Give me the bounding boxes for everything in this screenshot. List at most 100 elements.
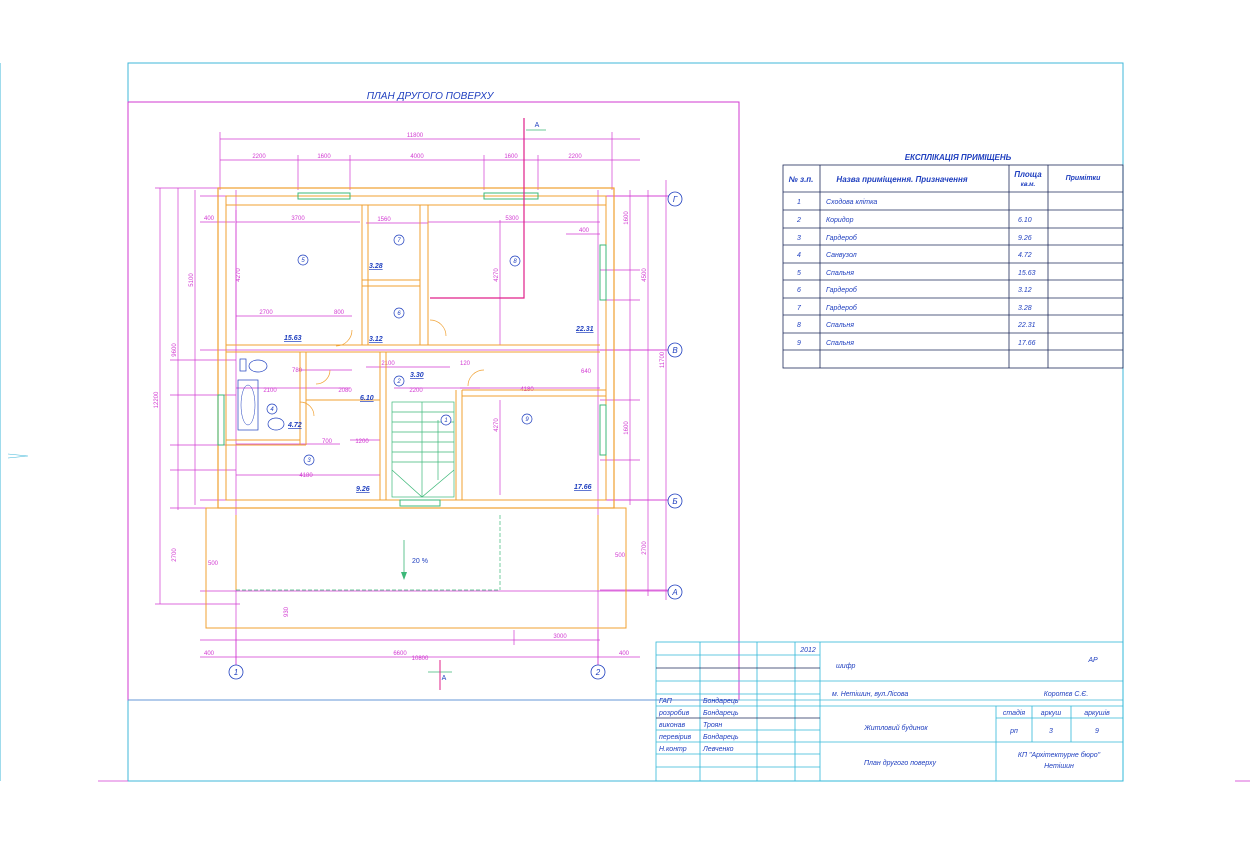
svg-text:6: 6 (397, 311, 401, 317)
dim-r9-height: 4270 (494, 418, 500, 432)
svg-text:3.28: 3.28 (1018, 305, 1032, 312)
dim-r8-height: 4270 (494, 268, 500, 282)
dim-left-5100: 5100 (189, 273, 195, 287)
svg-text:2: 2 (796, 217, 801, 224)
dim-top-total: 11800 (407, 133, 424, 139)
col-header-notes: Примітки (1066, 174, 1101, 182)
sink-icon (267, 417, 285, 431)
room-marker-3: 3 (303, 454, 315, 466)
table-row: 6 Гардероб 3.12 (797, 286, 1032, 294)
svg-text:15.63: 15.63 (1018, 270, 1036, 277)
plan-frame (127, 101, 740, 701)
svg-text:5: 5 (301, 258, 305, 264)
sheets-label: аркушів (1084, 709, 1110, 717)
stage-value: рп (1009, 728, 1018, 735)
dim-2700: 2700 (259, 310, 273, 316)
dim-1200: 1200 (355, 439, 369, 445)
axis-marker-g: Г (667, 191, 683, 207)
sheets-value: 9 (1095, 728, 1099, 735)
dim-500-left: 500 (208, 561, 219, 567)
dim-780: 780 (292, 368, 303, 374)
org-line-2: Нетішин (1044, 762, 1074, 770)
svg-text:6: 6 (797, 287, 801, 294)
area-room-4: 4.72 (287, 422, 302, 429)
svg-text:Спальня: Спальня (826, 322, 854, 329)
dim-left-total: 12200 (154, 391, 160, 408)
dim-left-9600: 9600 (172, 343, 178, 357)
bathroom-fixtures (237, 358, 285, 431)
col-header-no: № з.п. (789, 175, 814, 184)
dim-right-2700: 2700 (642, 541, 648, 555)
svg-text:2: 2 (595, 668, 601, 677)
area-room-9: 17.66 (574, 484, 592, 491)
explication-table: ЕКСПЛІКАЦІЯ ПРИМІЩЕНЬ № з.п. Назва примі… (782, 153, 1124, 369)
project-name: Житловий будинок (863, 724, 928, 732)
axis-marker-a: А (667, 584, 683, 600)
svg-text:виконав: виконав (659, 722, 685, 729)
axis-marker-b: Б (667, 493, 683, 509)
dim-r3-width: 4180 (299, 473, 313, 479)
signature-row: ГАП Бондарець (659, 697, 739, 705)
dim-right-1600b: 1600 (624, 421, 630, 435)
svg-text:Левченко: Левченко (702, 746, 734, 753)
signature-row: перевірив Бондарець (659, 733, 739, 741)
svg-text:Сходова клітка: Сходова клітка (826, 198, 877, 206)
slope-indicator: 20 % (401, 540, 428, 580)
dim-2200: 2200 (409, 388, 423, 394)
dim-640: 640 (581, 369, 592, 375)
doors (299, 319, 485, 417)
dim-1560: 1560 (377, 217, 391, 223)
address: м. Нетішин, вул.Лісова (832, 690, 908, 698)
room-marker-1: 1 (440, 414, 452, 426)
margin-arrow (7, 453, 29, 459)
dim-700: 700 (322, 439, 333, 445)
svg-text:8: 8 (513, 259, 517, 265)
staircase (391, 401, 455, 498)
svg-text:Санвузол: Санвузол (826, 252, 857, 259)
dim-bottom-total: 10800 (412, 656, 429, 662)
dim-2100-wc: 2100 (263, 388, 277, 394)
signature-row: виконав Троян (659, 722, 722, 729)
svg-text:Гардероб: Гардероб (826, 286, 858, 294)
slope-note: 20 % (412, 558, 428, 565)
col-header-name: Назва приміщення. Призначення (836, 175, 967, 184)
room-marker-4: 4 (266, 403, 278, 415)
dim-r8-width: 5300 (505, 216, 519, 222)
table-row: 7 Гардероб 3.28 (797, 304, 1032, 312)
dim-bottom-6600: 6600 (393, 651, 407, 657)
dim-left-2700: 2700 (172, 548, 178, 562)
svg-text:7: 7 (797, 305, 802, 312)
svg-text:9: 9 (525, 417, 529, 423)
dim-right-total: 11700 (660, 351, 666, 368)
svg-text:22.31: 22.31 (1017, 322, 1036, 329)
sheet-label: аркуш (1041, 710, 1062, 717)
dim-400-left: 400 (204, 216, 215, 222)
room-markers: 1 2 3 4 5 6 7 8 9 (266, 234, 533, 466)
dim-top-3: 4000 (410, 154, 424, 160)
svg-text:ГАП: ГАП (659, 698, 673, 705)
windows (217, 192, 607, 507)
axis-marker-1: 1 (228, 664, 244, 680)
svg-text:17.66: 17.66 (1018, 340, 1036, 347)
stage-label: стадія (1003, 709, 1026, 717)
svg-text:1: 1 (234, 668, 238, 677)
year: 2012 (799, 647, 816, 654)
svg-text:Бондарець: Бондарець (703, 709, 739, 717)
dim-right-1600a: 1600 (624, 211, 630, 225)
client-name: Коротєв С.Є. (1044, 691, 1089, 698)
dim-top-2: 1600 (317, 154, 331, 160)
area-room-8: 22.31 (575, 326, 594, 333)
svg-text:Б: Б (672, 497, 677, 506)
col-header-area-unit: кв.м. (1021, 182, 1036, 188)
svg-text:5: 5 (797, 270, 801, 277)
dim-120: 120 (460, 361, 471, 367)
svg-text:Г: Г (673, 195, 678, 204)
sheet-title: План другого поверху (864, 759, 937, 767)
room-marker-9: 9 (521, 413, 533, 425)
table-row: 5 Спальня 15.63 (797, 270, 1036, 277)
plan-title: ПЛАН ДРУГОГО ПОВЕРХУ (367, 91, 495, 102)
toilet-icon (248, 359, 268, 373)
svg-text:розробив: розробив (658, 709, 690, 717)
